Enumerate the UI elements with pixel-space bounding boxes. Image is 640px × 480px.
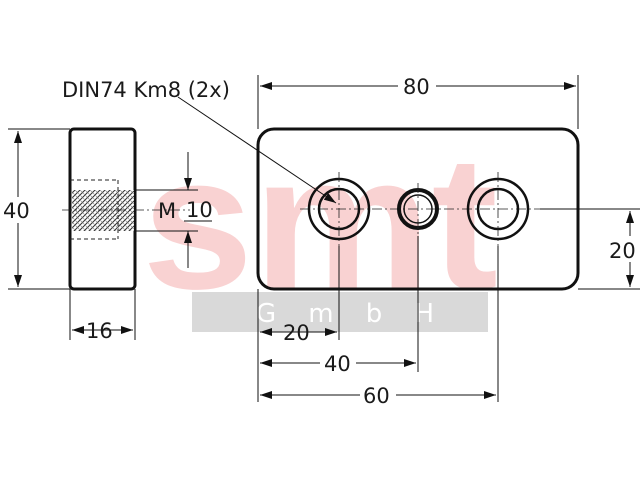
hole-height-label-bg [606, 236, 640, 262]
length-label-bg [398, 72, 436, 98]
height-label: 40 [3, 199, 30, 223]
hole-left [307, 172, 371, 246]
front-view: DIN74 Km8 (2x) 80 20 20 40 60 [62, 72, 640, 408]
side-view-outline [68, 127, 137, 291]
thickness-label: 16 [86, 319, 113, 343]
hole-center-threaded [397, 183, 439, 236]
length-label: 80 [403, 75, 430, 99]
offset-60-label-bg [360, 382, 396, 408]
height-label-bg [2, 197, 36, 223]
watermark-band [192, 292, 488, 332]
hole-height-label: 20 [609, 239, 636, 263]
thread-callout: DIN74 Km8 (2x) [62, 78, 230, 102]
watermark: smt G m b H [142, 117, 498, 332]
side-view: M 10 40 16 [2, 127, 213, 343]
thread-size-label: 10 [186, 198, 213, 222]
callout-leader [177, 96, 337, 204]
offset-40-label-bg [320, 350, 356, 376]
hole-right [466, 172, 530, 246]
thread-hatching [72, 190, 134, 231]
offset-60-label: 60 [363, 384, 390, 408]
thread-hidden-lines [70, 179, 119, 240]
offset-40-label: 40 [324, 352, 351, 376]
thread-prefix-label: M [158, 199, 176, 223]
offset-20-label: 20 [283, 321, 310, 345]
